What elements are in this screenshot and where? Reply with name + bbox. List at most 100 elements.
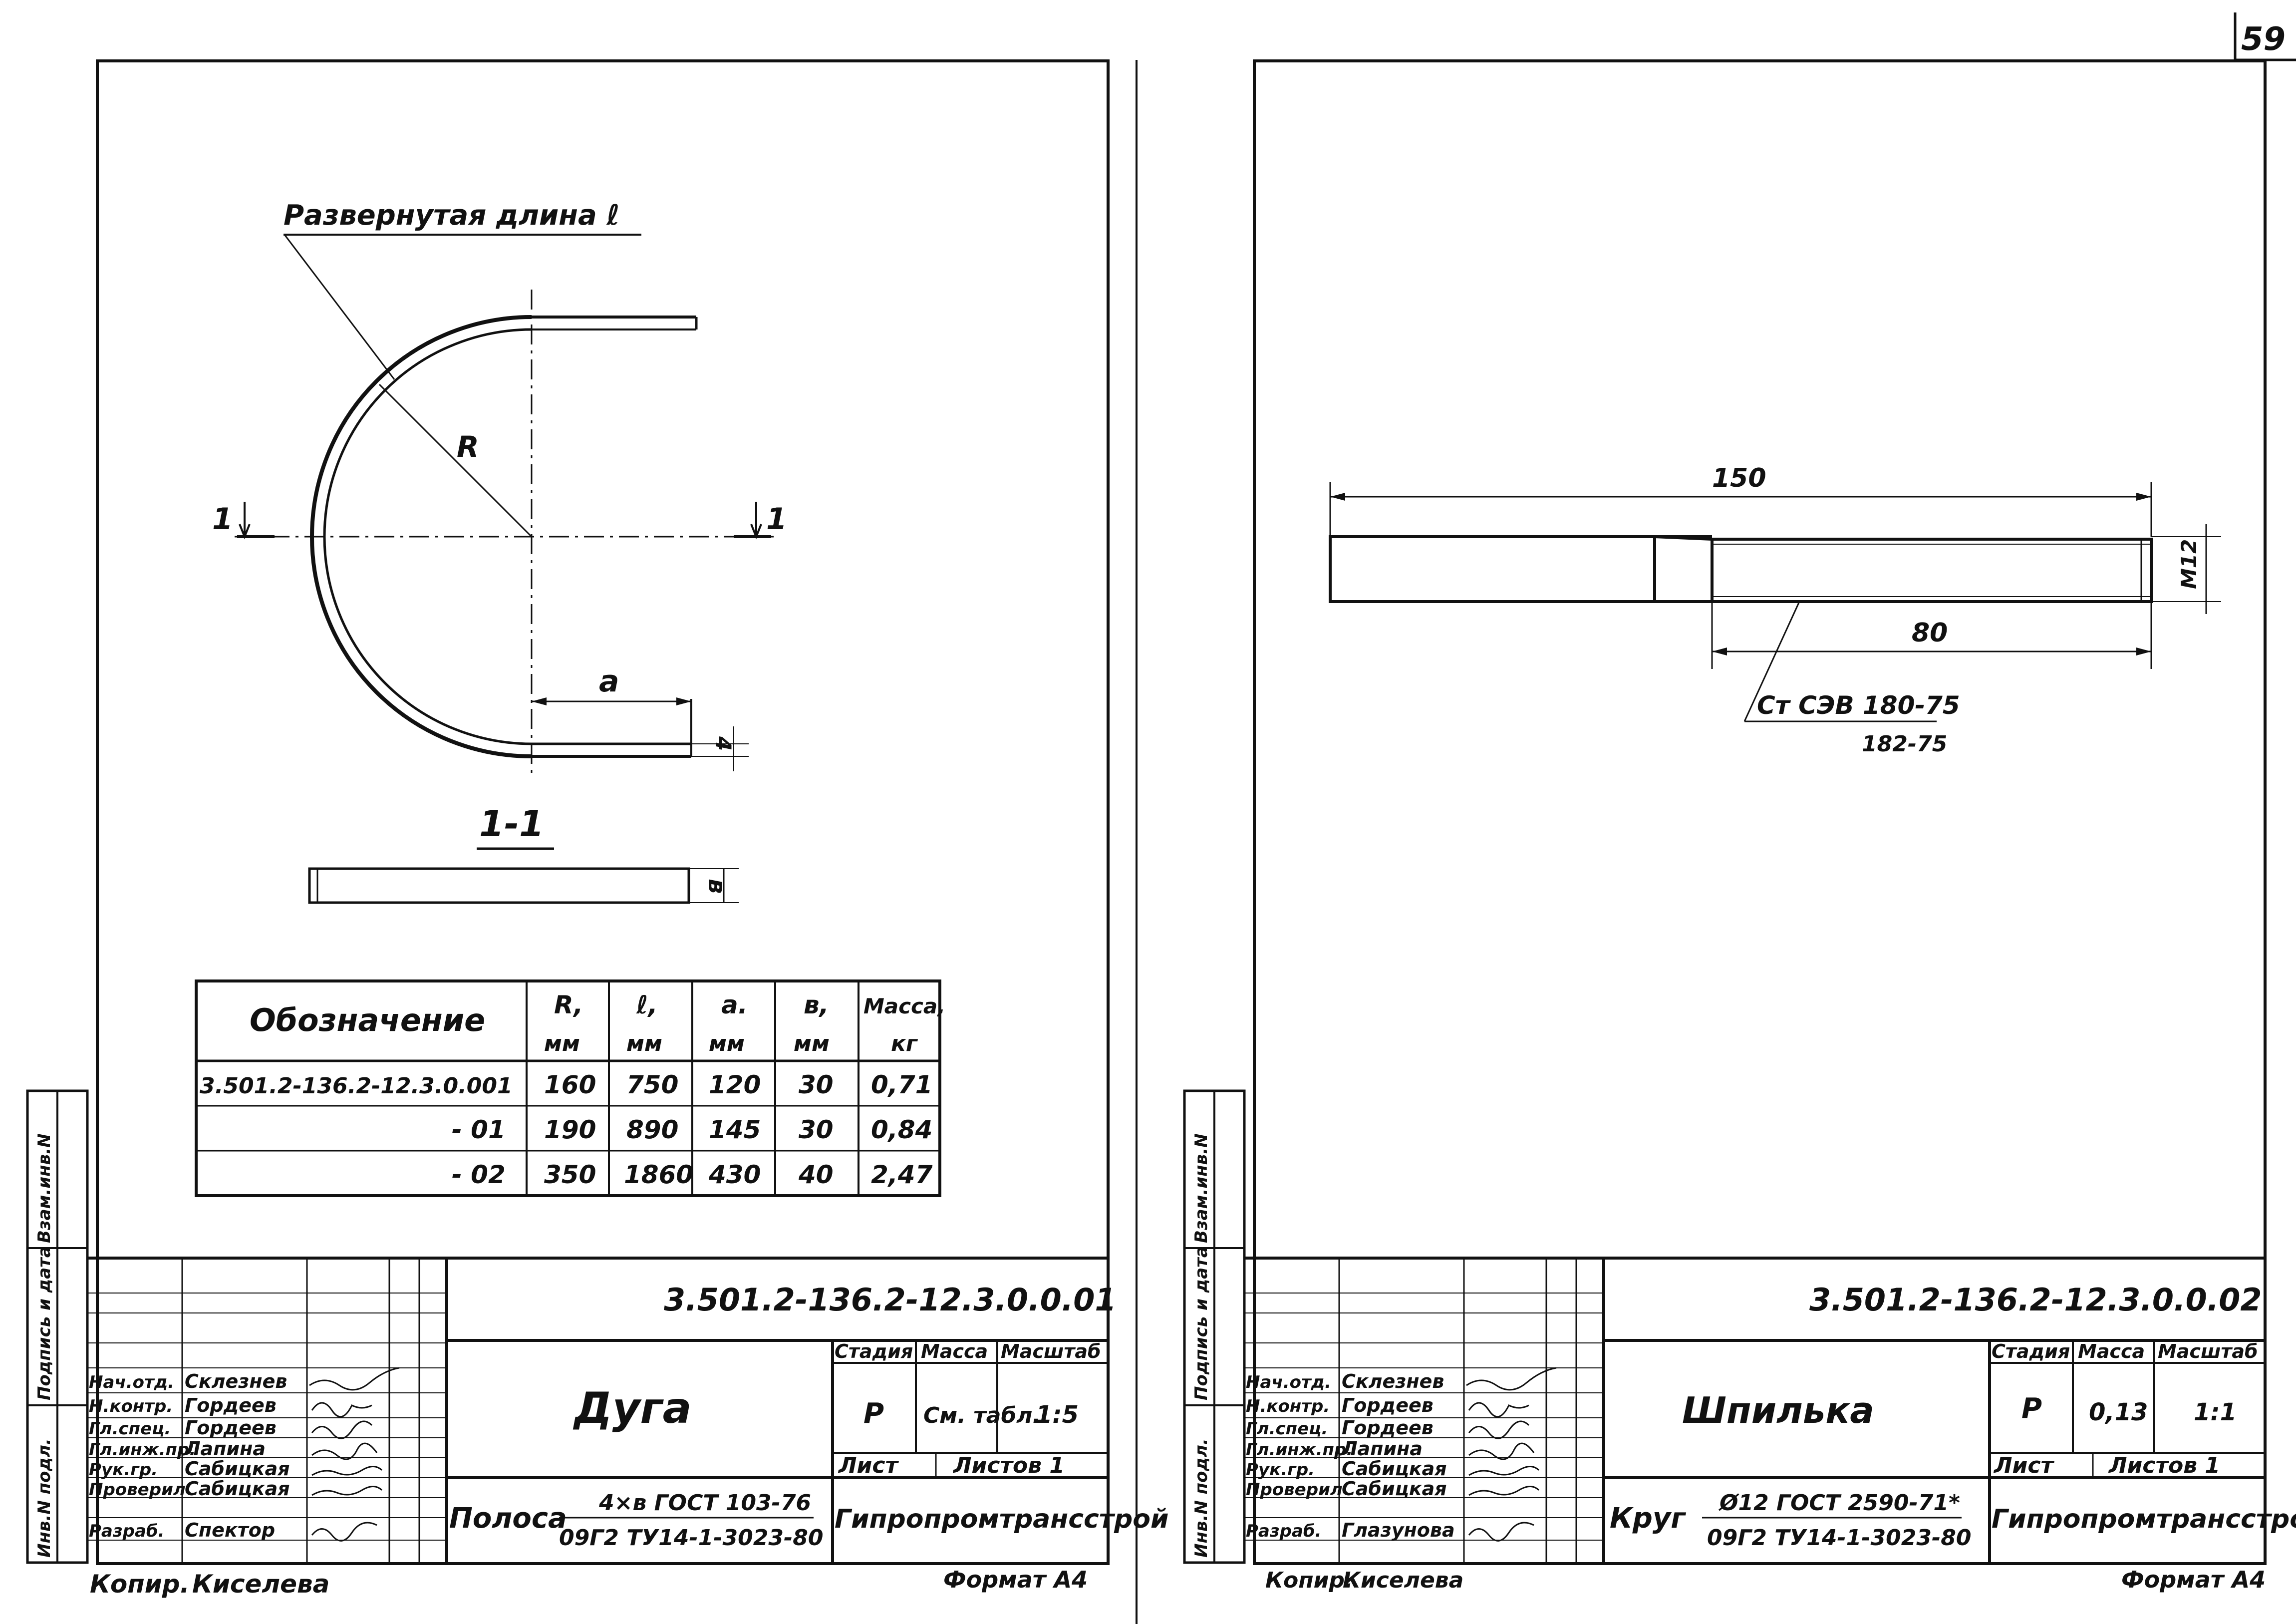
svg-text:750: 750	[626, 1070, 678, 1099]
svg-text:Лапина: Лапина	[1341, 1438, 1423, 1460]
unfolded-length-label: Развернутая длина ℓ	[284, 199, 620, 232]
svg-text:09Г2 ТУ14-1-3023-80: 09Г2 ТУ14-1-3023-80	[559, 1525, 823, 1551]
svg-text:Гордеев: Гордеев	[1342, 1394, 1434, 1416]
svg-text:Ст СЭВ 180-75: Ст СЭВ 180-75	[1757, 691, 1960, 720]
svg-text:Взам.инв.N: Взам.инв.N	[34, 1133, 54, 1243]
svg-text:Масса: Масса	[2078, 1340, 2145, 1362]
svg-text:Копир.: Копир.	[90, 1570, 190, 1599]
svg-text:Киселева: Киселева	[1343, 1568, 1463, 1593]
section-marker-left: 1	[212, 502, 275, 540]
svg-text:182-75: 182-75	[1862, 731, 1947, 757]
svg-text:Лист: Лист	[838, 1453, 899, 1478]
svg-text:Инв.N подл.: Инв.N подл.	[34, 1438, 54, 1558]
svg-text:Гордеев: Гордеев	[185, 1417, 277, 1439]
th-a: a.	[721, 990, 748, 1019]
svg-text:Н.контр.: Н.контр.	[1246, 1396, 1330, 1416]
svg-text:Формат А4: Формат А4	[2121, 1566, 2266, 1593]
svg-text:Масштаб: Масштаб	[1001, 1340, 1101, 1362]
svg-text:160: 160	[544, 1070, 596, 1099]
svg-text:Копир.: Копир.	[1265, 1568, 1353, 1593]
svg-text:0,71: 0,71	[871, 1070, 932, 1099]
svg-text:Спектор: Спектор	[185, 1519, 275, 1541]
stage-value: Р	[2021, 1392, 2042, 1425]
svg-text:30: 30	[799, 1070, 834, 1099]
page-number: 59	[2241, 21, 2286, 58]
stage-value: Р	[863, 1397, 884, 1430]
svg-text:Взам.инв.N: Взам.инв.N	[1191, 1133, 1211, 1243]
right-frame	[1253, 59, 2267, 1565]
svg-text:Глазунова: Глазунова	[1342, 1519, 1455, 1541]
signatures	[1466, 1367, 1557, 1542]
svg-text:4×в ГОСТ 103-76: 4×в ГОСТ 103-76	[598, 1490, 811, 1516]
svg-text:Гордеев: Гордеев	[1342, 1417, 1434, 1439]
svg-text:150: 150	[1712, 463, 1766, 493]
stud-part	[1329, 535, 2153, 603]
svg-text:мм: мм	[794, 1031, 830, 1056]
scale-value: 1:5	[1036, 1401, 1079, 1429]
dimension-thickness: 4	[691, 726, 749, 771]
svg-text:430: 430	[708, 1160, 761, 1189]
signatures	[309, 1367, 400, 1542]
svg-text:Нач.отд.: Нач.отд.	[1246, 1372, 1331, 1392]
svg-text:Сабицкая: Сабицкая	[1342, 1458, 1447, 1480]
svg-text:4: 4	[711, 736, 736, 751]
section-strip: в	[308, 867, 739, 904]
svg-text:120: 120	[709, 1070, 761, 1099]
svg-text:2,47: 2,47	[871, 1160, 933, 1189]
row2-designation: - 01	[452, 1115, 506, 1144]
th-b: в,	[804, 990, 829, 1019]
svg-text:Лапина: Лапина	[184, 1438, 266, 1460]
organization: Гипропромтрансстрой	[835, 1504, 1168, 1534]
svg-text:Гл.спец.: Гл.спец.	[1246, 1419, 1328, 1439]
radius-label: R	[457, 430, 479, 464]
svg-text:Масштаб: Масштаб	[2158, 1340, 2258, 1362]
svg-text:Рук.гр.: Рук.гр.	[89, 1460, 158, 1480]
svg-text:Нач.отд.: Нач.отд.	[89, 1372, 174, 1392]
svg-text:1: 1	[212, 502, 233, 537]
dimension-a: a	[532, 664, 691, 705]
svg-text:40: 40	[798, 1160, 834, 1189]
part-name: Шпилька	[1682, 1389, 1874, 1431]
th-l: ℓ,	[636, 990, 658, 1019]
svg-text:мм: мм	[626, 1031, 662, 1056]
th-mass: Масса,	[863, 994, 945, 1018]
organization: Гипропромтрансстрой	[1992, 1504, 2296, 1534]
svg-text:Стадия: Стадия	[835, 1340, 913, 1362]
svg-text:Подпись и дата: Подпись и дата	[1191, 1246, 1211, 1400]
svg-text:Гл.инж.пр.: Гл.инж.пр.	[89, 1440, 196, 1460]
svg-text:Сабицкая: Сабицкая	[1342, 1478, 1447, 1500]
svg-text:145: 145	[709, 1115, 761, 1144]
svg-text:мм: мм	[709, 1031, 745, 1056]
svg-text:Рук.гр.: Рук.гр.	[1246, 1460, 1315, 1480]
svg-text:Ø12 ГОСТ 2590-71*: Ø12 ГОСТ 2590-71*	[1718, 1490, 1960, 1516]
svg-text:Гл.инж.пр.: Гл.инж.пр.	[1246, 1440, 1353, 1460]
svg-text:Листов 1: Листов 1	[952, 1453, 1065, 1478]
svg-text:1860: 1860	[624, 1160, 693, 1189]
svg-text:a: a	[599, 664, 619, 699]
parameters-table: Обозначение R, мм ℓ, мм a. мм в, мм Масс…	[195, 979, 945, 1197]
steel-callout: Ст СЭВ 180-75 182-75	[1743, 601, 1960, 757]
section-title: 1-1	[479, 803, 544, 845]
row1-designation: 3.501.2-136.2-12.3.0.001	[200, 1073, 513, 1099]
dimension-thread: 80	[1711, 602, 2152, 669]
mass-value: См. табл.	[923, 1403, 1041, 1428]
left-frame	[96, 59, 1110, 1565]
right-title-block: 3.501.2-136.2-12.3.0.0.02 Шпилька Стадия…	[1244, 1257, 2296, 1593]
svg-text:Разраб.: Разраб.	[1246, 1521, 1322, 1541]
svg-text:Подпись и дата: Подпись и дата	[34, 1246, 54, 1400]
section-marker-right: 1	[734, 502, 787, 540]
svg-text:0,84: 0,84	[871, 1115, 932, 1144]
svg-text:Гордеев: Гордеев	[185, 1394, 277, 1416]
arc-part	[235, 290, 774, 779]
svg-text:1: 1	[766, 502, 787, 537]
material-kind: Круг	[1610, 1502, 1686, 1535]
svg-text:Разраб.: Разраб.	[89, 1521, 165, 1541]
svg-text:Лист: Лист	[1993, 1453, 2054, 1478]
part-name: Дуга	[573, 1383, 692, 1433]
svg-text:кг: кг	[891, 1031, 918, 1056]
dimension-diameter: М12	[2151, 524, 2221, 614]
svg-text:09Г2 ТУ14-1-3023-80: 09Г2 ТУ14-1-3023-80	[1707, 1525, 1971, 1551]
right-side-strip: Инв.N подл. Подпись и дата Взам.инв.N	[1183, 1089, 1246, 1564]
drawing-code: 3.501.2-136.2-12.3.0.0.02	[1809, 1282, 2262, 1318]
